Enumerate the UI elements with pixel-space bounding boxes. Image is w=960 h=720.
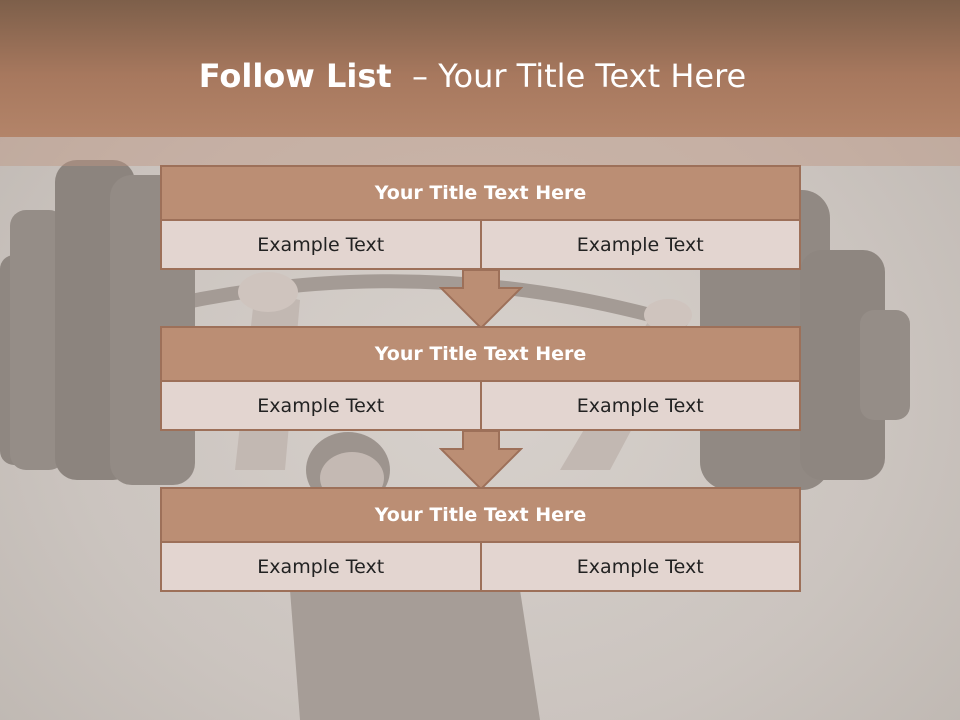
step-1: Your Title Text Here Example Text Exampl… xyxy=(160,165,801,270)
right-plate-2 xyxy=(800,250,885,480)
step-3-title: Your Title Text Here xyxy=(160,487,801,543)
header-bar xyxy=(0,0,960,137)
step-3-cell-left: Example Text xyxy=(160,543,480,592)
step-2-cell-right: Example Text xyxy=(479,382,801,431)
step-3-cell-right: Example Text xyxy=(479,543,801,592)
step-1-cell-right: Example Text xyxy=(479,221,801,270)
page-title: Follow List – Your Title Text Here xyxy=(0,55,945,97)
step-1-cell-left: Example Text xyxy=(160,221,480,270)
down-arrow-icon xyxy=(439,270,523,330)
right-hand xyxy=(644,299,692,331)
step-3: Your Title Text Here Example Text Exampl… xyxy=(160,487,801,592)
left-plate-1 xyxy=(10,210,65,470)
left-hand xyxy=(238,272,298,312)
step-2-cells: Example Text Example Text xyxy=(160,382,801,431)
step-1-cells: Example Text Example Text xyxy=(160,221,801,270)
step-3-cells: Example Text Example Text xyxy=(160,543,801,592)
header-strip xyxy=(0,137,960,166)
barbell-bar xyxy=(143,274,657,322)
step-2-cell-left: Example Text xyxy=(160,382,480,431)
step-1-title: Your Title Text Here xyxy=(160,165,801,221)
title-bold: Follow List xyxy=(198,57,392,95)
step-2-title: Your Title Text Here xyxy=(160,326,801,382)
title-rest: – Your Title Text Here xyxy=(391,57,747,95)
step-2: Your Title Text Here Example Text Exampl… xyxy=(160,326,801,431)
torso xyxy=(290,575,540,720)
down-arrow-icon xyxy=(439,431,523,491)
right-plate-3 xyxy=(860,310,910,420)
